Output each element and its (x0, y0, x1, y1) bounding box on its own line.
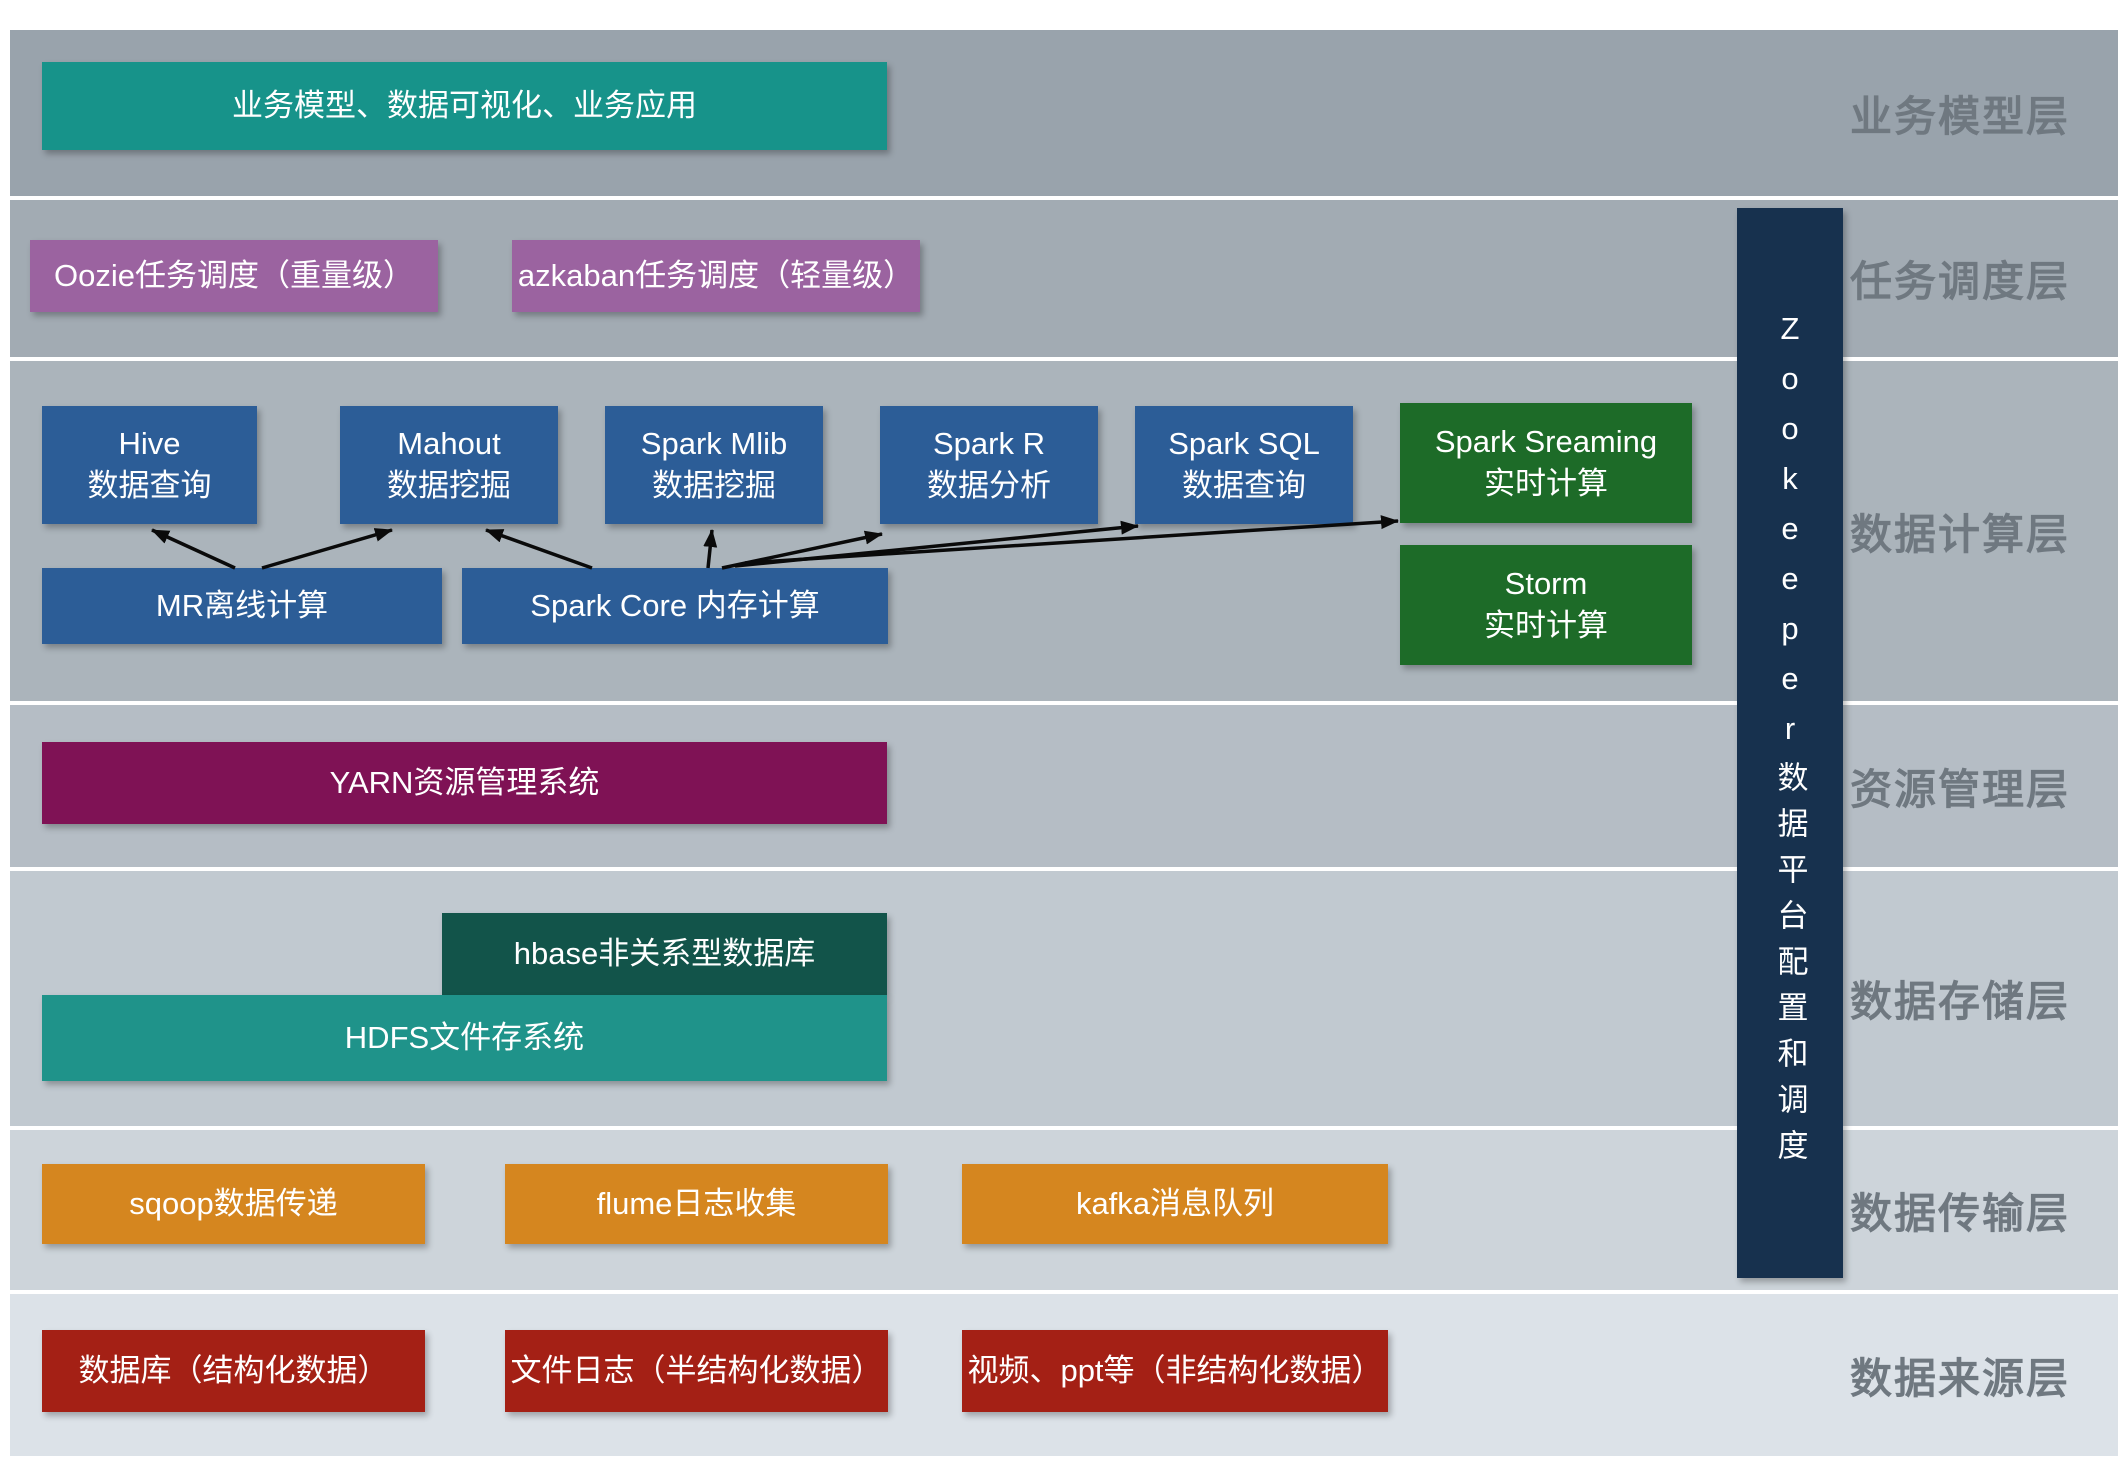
box-spark-mlib: Spark Mlib 数据挖掘 (605, 406, 823, 524)
box-spark-mlib-subtitle: 数据挖掘 (652, 468, 776, 503)
layer-label-data-source: 数据来源层 (1849, 1354, 2070, 1402)
box-azkaban: azkaban任务调度（轻量级） (512, 240, 920, 312)
box-business-app: 业务模型、数据可视化、业务应用 (42, 62, 887, 150)
box-mahout: Mahout 数据挖掘 (340, 406, 558, 524)
box-spark-sql: Spark SQL 数据查询 (1135, 406, 1353, 524)
box-zookeeper: Zookeeper数据平台配置和调度 (1737, 208, 1843, 1278)
box-hbase: hbase非关系型数据库 (442, 913, 887, 995)
box-spark-streaming-title: Spark Sreaming (1434, 424, 1658, 460)
layer-label-data-computing: 数据计算层 (1849, 510, 2070, 558)
box-mahout-title: Mahout (397, 426, 501, 462)
box-sqoop: sqoop数据传递 (42, 1164, 425, 1244)
box-spark-sql-title: Spark SQL (1168, 426, 1320, 462)
box-video-source: 视频、ppt等（非结构化数据） (962, 1330, 1388, 1412)
box-zookeeper-label: Zookeeper数据平台配置和调度 (1772, 311, 1808, 1175)
box-oozie: Oozie任务调度（重量级） (30, 240, 438, 312)
layer-label-resource-management: 资源管理层 (1849, 765, 2070, 813)
box-spark-r: Spark R 数据分析 (880, 406, 1098, 524)
box-database-source: 数据库（结构化数据） (42, 1330, 425, 1412)
box-spark-sql-subtitle: 数据查询 (1182, 468, 1306, 503)
box-storm-title: Storm (1504, 566, 1588, 602)
box-mahout-subtitle: 数据挖掘 (387, 468, 511, 503)
box-yarn: YARN资源管理系统 (42, 742, 887, 824)
layer-label-data-storage: 数据存储层 (1849, 978, 2070, 1025)
layer-label-data-transmission: 数据传输层 (1849, 1189, 2070, 1237)
box-hdfs: HDFS文件存系统 (42, 995, 887, 1081)
box-spark-streaming-subtitle: 实时计算 (1484, 466, 1608, 501)
box-mr-offline: MR离线计算 (42, 568, 442, 644)
box-spark-r-title: Spark R (933, 426, 1045, 462)
layer-label-business-model: 业务模型层 (1849, 92, 2070, 140)
box-spark-streaming: Spark Sreaming 实时计算 (1400, 403, 1692, 523)
box-kafka: kafka消息队列 (962, 1164, 1388, 1244)
box-hive-subtitle: 数据查询 (87, 468, 212, 503)
box-spark-r-subtitle: 数据分析 (927, 468, 1051, 503)
box-flume: flume日志收集 (505, 1164, 888, 1244)
box-storm: Storm 实时计算 (1400, 545, 1692, 665)
box-hive: Hive 数据查询 (42, 406, 257, 524)
box-filelog-source: 文件日志（半结构化数据） (505, 1330, 888, 1412)
box-storm-subtitle: 实时计算 (1484, 608, 1608, 643)
box-hive-title: Hive (118, 426, 181, 462)
layer-label-task-scheduling: 任务调度层 (1849, 258, 2070, 305)
box-spark-core: Spark Core 内存计算 (462, 568, 888, 644)
box-spark-mlib-title: Spark Mlib (640, 426, 788, 462)
